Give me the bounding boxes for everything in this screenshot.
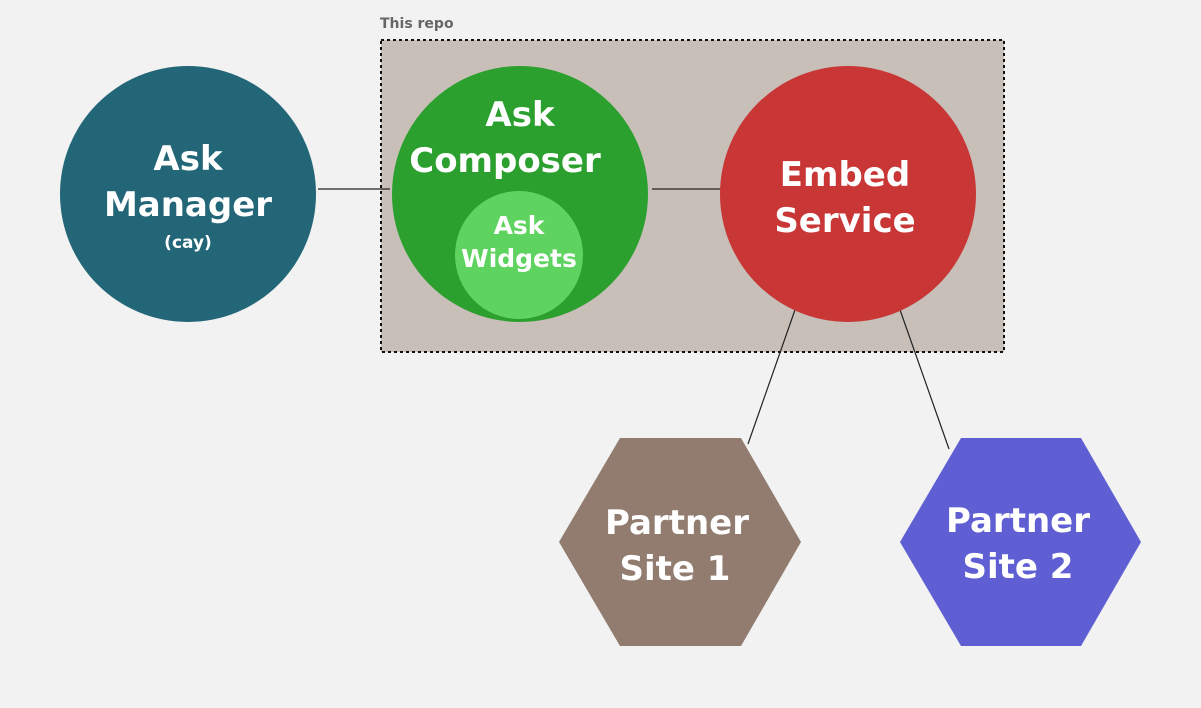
partner-site-2-label-line1: Partner (946, 501, 1090, 541)
partner-site-1-hexagon (559, 438, 801, 646)
embed-service-node: Embed Service (720, 66, 976, 322)
embed-service-label-line1: Embed (780, 155, 910, 195)
ask-widgets-label-line1: Ask (494, 211, 546, 240)
partner-site-1-node: Partner Site 1 (559, 438, 801, 646)
ask-widgets-circle (455, 191, 583, 319)
ask-composer-label-line1: Ask (485, 95, 556, 135)
ask-manager-note: (cay) (164, 233, 212, 253)
ask-manager-label-line1: Ask (153, 139, 224, 179)
embed-service-label-line2: Service (774, 201, 915, 241)
connector-embed-partner2 (898, 306, 950, 450)
ask-widgets-label-line2: Widgets (461, 244, 577, 273)
ask-manager-label-line2: Manager (104, 185, 272, 225)
partner-site-2-node: Partner Site 2 (900, 438, 1141, 646)
ask-manager-node: Ask Manager (cay) (60, 66, 316, 322)
partner-site-1-label-line1: Partner (605, 503, 749, 543)
repo-label: This repo (380, 16, 454, 32)
embed-service-circle (720, 66, 976, 322)
ask-widgets-node: Ask Widgets (455, 191, 583, 319)
connector-embed-partner1 (747, 306, 797, 445)
partner-site-1-label-line2: Site 1 (620, 549, 731, 589)
ask-composer-label-line2: Composer (409, 141, 601, 181)
partner-site-2-hexagon (900, 438, 1141, 646)
partner-site-2-label-line2: Site 2 (963, 547, 1074, 587)
ask-manager-circle (60, 66, 316, 322)
